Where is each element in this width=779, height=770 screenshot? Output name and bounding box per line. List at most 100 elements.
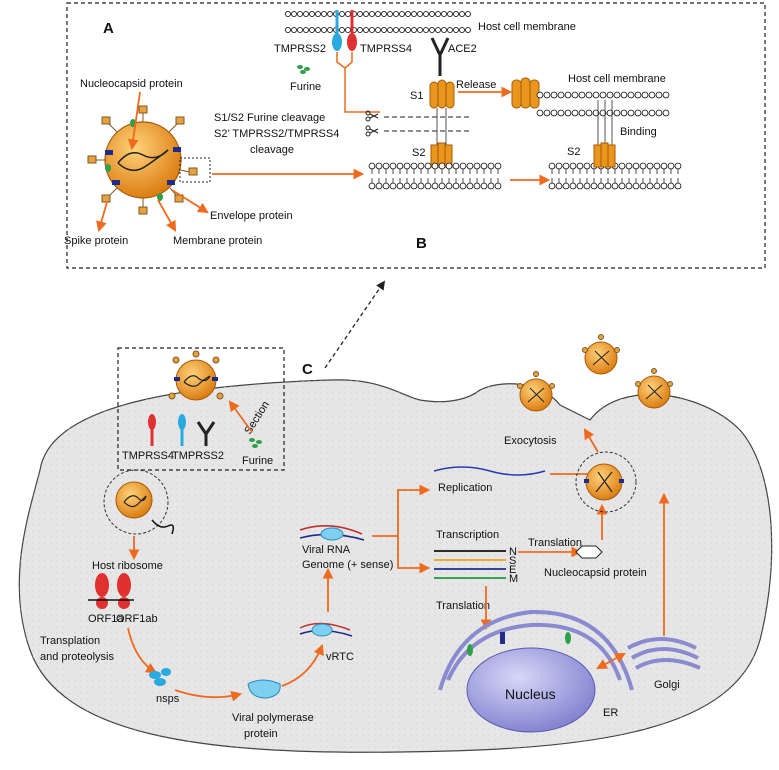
lipid-head <box>381 27 387 33</box>
label-translation-top: Translation <box>528 537 582 549</box>
lipid-head <box>291 27 297 33</box>
lipid-head <box>634 109 642 117</box>
lipid-head <box>382 182 390 190</box>
lipid-head <box>639 182 647 190</box>
arrow-to-replication <box>372 484 431 537</box>
lipid-head <box>571 109 579 117</box>
lipid-head <box>357 11 363 17</box>
lipid-head <box>357 27 363 33</box>
lipid-head <box>648 109 656 117</box>
lipid-head <box>399 11 405 17</box>
lipid-head <box>555 162 563 170</box>
lipid-head <box>393 27 399 33</box>
lipid-head <box>578 109 586 117</box>
lipid-head <box>459 162 467 170</box>
lipid-head <box>646 182 654 190</box>
label-binding: Binding <box>620 126 657 138</box>
lipid-head <box>578 91 586 99</box>
lipid-head <box>441 11 447 17</box>
lipid-head <box>315 11 321 17</box>
vrtc-icon <box>299 622 353 637</box>
endoplasmic-reticulum <box>438 609 634 691</box>
lipid-head <box>387 11 393 17</box>
lipid-head <box>625 162 633 170</box>
nsps-icon <box>149 668 171 686</box>
lipid-head <box>548 162 556 170</box>
label-s1: S1 <box>410 90 423 102</box>
lipid-head <box>564 109 572 117</box>
spike-s2-fusion <box>593 100 616 168</box>
lipid-head <box>611 182 619 190</box>
lipid-head <box>613 109 621 117</box>
lipid-head <box>627 109 635 117</box>
label-s2-right: S2 <box>567 146 580 158</box>
label-orf1ab: ORF1ab <box>116 613 158 625</box>
lipid-head <box>592 109 600 117</box>
lipid-head <box>655 91 663 99</box>
arrow-envelope <box>171 189 209 214</box>
label-tmprss2-c: TMPRSS2 <box>172 450 224 462</box>
lipid-head <box>632 182 640 190</box>
lipid-head <box>599 109 607 117</box>
lipid-head <box>363 27 369 33</box>
lipid-head <box>375 11 381 17</box>
lipid-head <box>550 109 558 117</box>
lipid-head <box>662 91 670 99</box>
lipid-head <box>387 27 393 33</box>
label-release: Release <box>456 79 496 91</box>
tmprss4-section <box>148 414 156 446</box>
lipid-head <box>438 182 446 190</box>
lipid-head <box>620 109 628 117</box>
lipid-head <box>599 91 607 99</box>
cleavage-connector <box>336 52 380 113</box>
lipid-head <box>339 11 345 17</box>
lipid-head <box>321 27 327 33</box>
lipid-head <box>396 182 404 190</box>
lipid-head <box>423 11 429 17</box>
lipid-head <box>345 11 351 17</box>
arrow-polymerase-vrtc <box>281 643 324 687</box>
lipid-head <box>405 11 411 17</box>
released-s1 <box>511 77 540 109</box>
label-s2-cleavage-1: S2’ TMPRSS2/TMPRSS4 <box>214 128 339 140</box>
lipid-head <box>634 91 642 99</box>
label-replication: Replication <box>438 482 492 494</box>
arrow-nucleocapsid <box>127 91 141 151</box>
lipid-head <box>445 162 453 170</box>
lipid-head <box>562 162 570 170</box>
lipid-head <box>441 27 447 33</box>
label-host-membrane-right: Host cell membrane <box>568 73 666 85</box>
lipid-head <box>405 27 411 33</box>
label-host-ribosome: Host ribosome <box>92 560 163 572</box>
lipid-head <box>431 182 439 190</box>
label-spike: Spike protein <box>64 235 128 247</box>
furine-molecules-c <box>249 438 262 448</box>
label-transplation-2: and proteolysis <box>40 651 114 663</box>
lipid-head <box>369 11 375 17</box>
lipid-head <box>339 27 345 33</box>
lipid-head <box>411 27 417 33</box>
er-envelope-protein <box>467 644 473 656</box>
polymerase-icon <box>247 679 281 699</box>
panel-c-label: C <box>302 361 313 378</box>
lipid-head <box>613 91 621 99</box>
lipid-head <box>429 27 435 33</box>
er-envelope-protein-2 <box>565 632 571 644</box>
panel-b-label: B <box>416 235 427 252</box>
lipid-head <box>423 27 429 33</box>
ribosome-icon <box>88 573 134 609</box>
lipid-head <box>646 162 654 170</box>
nucleus <box>466 647 596 733</box>
ace2-section <box>196 421 216 446</box>
lipid-head <box>569 162 577 170</box>
lipid-head <box>285 11 291 17</box>
lipid-head <box>473 162 481 170</box>
lipid-head <box>315 27 321 33</box>
label-membrane: Membrane protein <box>173 235 262 247</box>
lipid-head <box>435 11 441 17</box>
label-tmprss4-b: TMPRSS4 <box>360 43 412 55</box>
host-membrane-bilayer-left <box>368 162 502 190</box>
label-golgi: Golgi <box>654 679 680 691</box>
panel-a-label: A <box>103 20 114 37</box>
